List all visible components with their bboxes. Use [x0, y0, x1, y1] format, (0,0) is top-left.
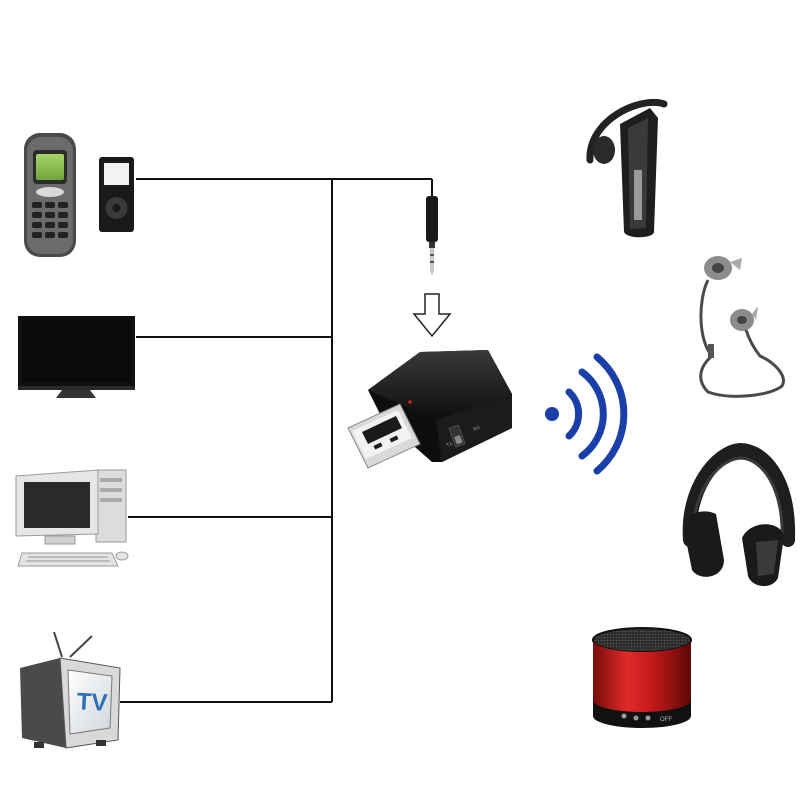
usb-bluetooth-adapter-icon: [347, 350, 512, 469]
desktop-computer-icon: [15, 469, 129, 567]
crt-tv-icon: [20, 631, 121, 749]
down-arrow-icon: [412, 293, 452, 338]
adapter-switch-label-tx: TX: [446, 441, 455, 449]
adapter-switch-label-rx: RX: [473, 425, 482, 433]
mp3-player-icon: [99, 157, 134, 232]
headphones-icon: [682, 442, 796, 587]
speaker-switch-label: OFF: [660, 717, 672, 723]
earphones-icon: [699, 256, 785, 398]
flat-screen-tv-icon: [18, 316, 135, 398]
speaker-icon: [592, 627, 692, 728]
crt-tv-screen-label: TV: [76, 688, 108, 717]
bluetooth-headset-icon: [586, 99, 668, 238]
audio-jack-icon: [426, 196, 438, 276]
connection-lines: [120, 178, 433, 703]
wireless-signal-icon: [545, 353, 628, 475]
mobile-phone-icon: [24, 133, 76, 257]
